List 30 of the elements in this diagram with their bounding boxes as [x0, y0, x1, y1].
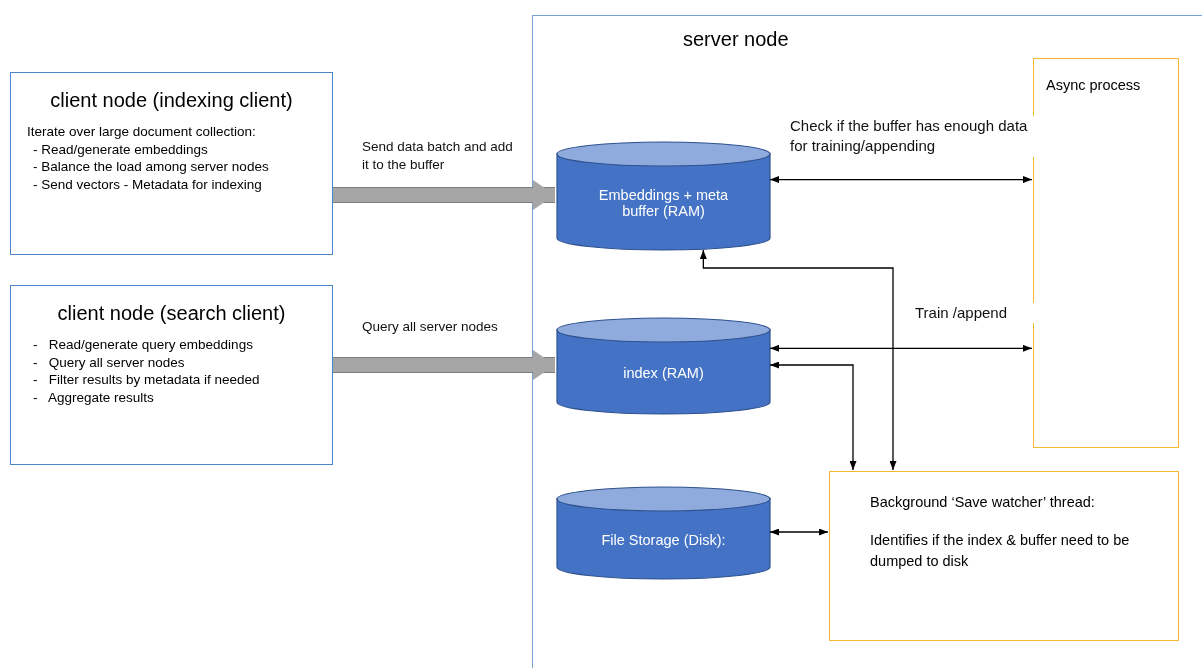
thread-box	[829, 471, 1179, 641]
node-label: index (RAM)	[622, 365, 705, 381]
block-arrow	[333, 350, 555, 380]
node-title: client node (indexing client)	[49, 88, 294, 113]
node-text: - Aggregate results	[32, 388, 155, 407]
connector-arrow	[769, 344, 1033, 352]
node-label: Embeddings + meta buffer (RAM)	[597, 187, 730, 219]
node-text: - Read/generate embeddings	[32, 140, 209, 159]
panel-title: server node	[683, 28, 789, 51]
node-text: - Send vectors - Metadata for indexing	[32, 175, 263, 194]
node-text: - Balance the load among server nodes	[32, 158, 270, 176]
node-text: Identifies if the index & buffer need to be dumped to disk	[870, 531, 1131, 571]
connector-arrow	[699, 249, 897, 471]
client-node-box	[10, 285, 333, 465]
node-label: File Storage (Disk):	[600, 532, 727, 548]
node-text: Async process	[1046, 76, 1142, 95]
node-text: - Query all server nodes	[32, 353, 186, 372]
process-box	[1033, 58, 1179, 448]
node-text: - Filter results by metadata if needed	[32, 371, 261, 389]
connector-arrow	[769, 528, 829, 536]
node-text: - Read/generate query embeddings	[32, 336, 254, 354]
block-arrow	[333, 180, 555, 210]
node-text: Iterate over large document collection:	[26, 123, 257, 141]
connector-arrow	[769, 176, 1033, 184]
edge-label: Train /append	[915, 303, 1035, 324]
node-text: Background ‘Save watcher’ thread:	[870, 493, 1096, 512]
connector-arrow	[769, 361, 857, 471]
server-node-panel	[532, 15, 1202, 668]
client-node-box	[10, 72, 333, 255]
node-title: client node (search client)	[56, 301, 287, 326]
